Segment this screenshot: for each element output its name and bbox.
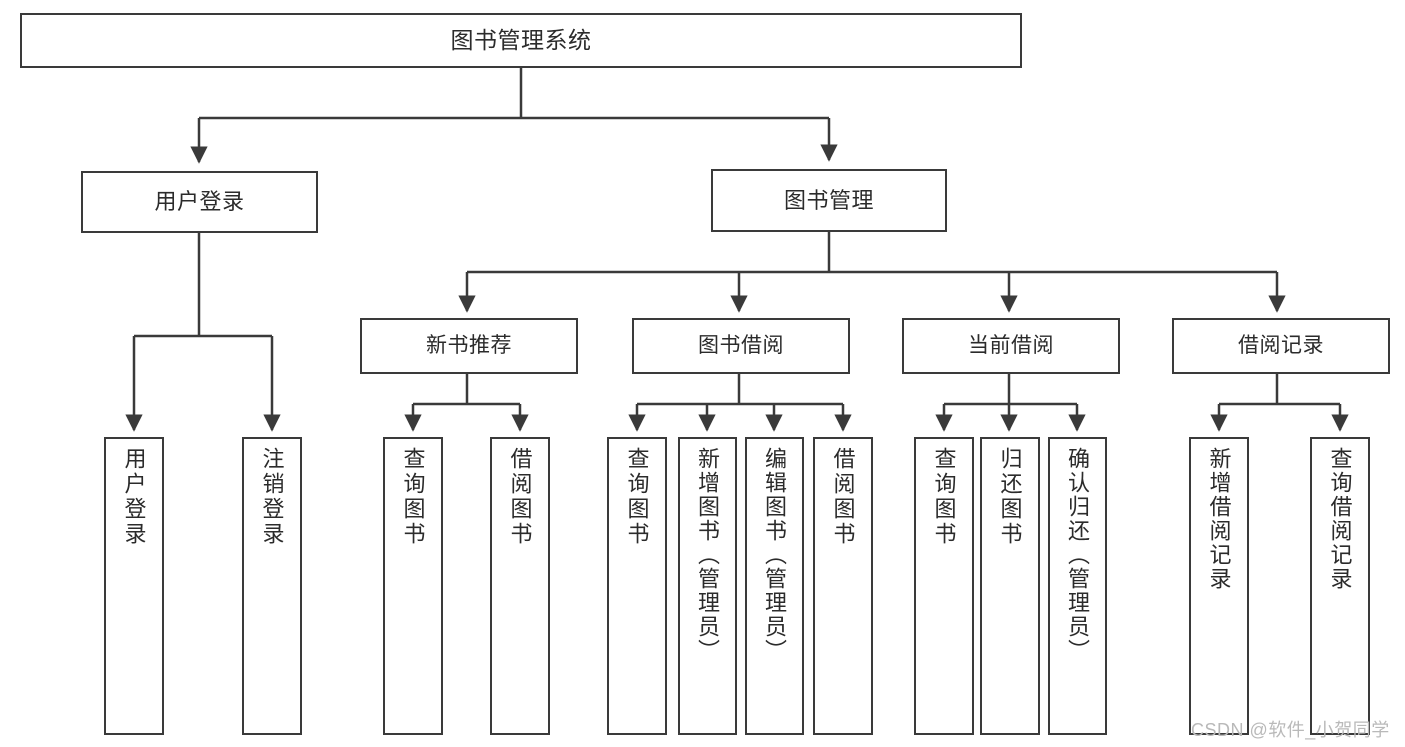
node-label: 借阅图书 — [507, 447, 533, 547]
node-label: 用户登录 — [154, 189, 245, 215]
node-label: 借阅记录 — [1238, 333, 1324, 357]
node-user-login[interactable]: 用户登录 — [81, 171, 318, 233]
node-label: 归还图书 — [997, 447, 1023, 547]
node-label: 图书管理 — [783, 187, 874, 213]
leaf-book-borrow-add-book-admin[interactable]: 新增图书（管理员） — [678, 437, 737, 735]
leaf-user-login-login[interactable]: 用户登录 — [104, 437, 164, 735]
node-label: 图书借阅 — [698, 333, 784, 357]
leaf-user-login-logout[interactable]: 注销登录 — [242, 437, 302, 735]
leaf-book-borrow-edit-book-admin[interactable]: 编辑图书（管理员） — [745, 437, 804, 735]
node-label: 当前借阅 — [968, 333, 1054, 357]
node-label: 编辑图书（管理员） — [762, 447, 788, 663]
leaf-new-book-query-book[interactable]: 查询图书 — [383, 437, 443, 735]
node-label: 新增图书（管理员） — [695, 447, 721, 663]
node-label: 查询借阅记录 — [1327, 447, 1353, 591]
leaf-current-borrow-return-book[interactable]: 归还图书 — [980, 437, 1040, 735]
node-label: 新书推荐 — [426, 333, 512, 357]
node-label: 查询图书 — [624, 447, 650, 547]
leaf-book-borrow-query-book[interactable]: 查询图书 — [607, 437, 667, 735]
node-label: 注销登录 — [259, 447, 285, 547]
leaf-borrow-record-query-record[interactable]: 查询借阅记录 — [1310, 437, 1370, 735]
node-label: 新增借阅记录 — [1206, 447, 1232, 591]
node-label: 查询图书 — [400, 447, 426, 547]
leaf-current-borrow-query-book[interactable]: 查询图书 — [914, 437, 974, 735]
node-label: 用户登录 — [121, 447, 147, 547]
node-borrow-record[interactable]: 借阅记录 — [1172, 318, 1390, 374]
node-book-management[interactable]: 图书管理 — [711, 169, 947, 232]
node-label: 查询图书 — [931, 447, 957, 547]
node-root-book-management-system[interactable]: 图书管理系统 — [20, 13, 1022, 68]
node-book-borrow[interactable]: 图书借阅 — [632, 318, 850, 374]
node-label: 图书管理系统 — [450, 27, 592, 54]
leaf-book-borrow-borrow-book[interactable]: 借阅图书 — [813, 437, 873, 735]
node-label: 确认归还（管理员） — [1065, 447, 1091, 663]
node-label: 借阅图书 — [830, 447, 856, 547]
csdn-watermark: CSDN @软件_小贺同学 — [1191, 720, 1390, 740]
leaf-borrow-record-add-record[interactable]: 新增借阅记录 — [1189, 437, 1249, 735]
leaf-current-borrow-confirm-return-admin[interactable]: 确认归还（管理员） — [1048, 437, 1107, 735]
node-new-book-recommend[interactable]: 新书推荐 — [360, 318, 578, 374]
leaf-new-book-borrow-book[interactable]: 借阅图书 — [490, 437, 550, 735]
node-current-borrow[interactable]: 当前借阅 — [902, 318, 1120, 374]
